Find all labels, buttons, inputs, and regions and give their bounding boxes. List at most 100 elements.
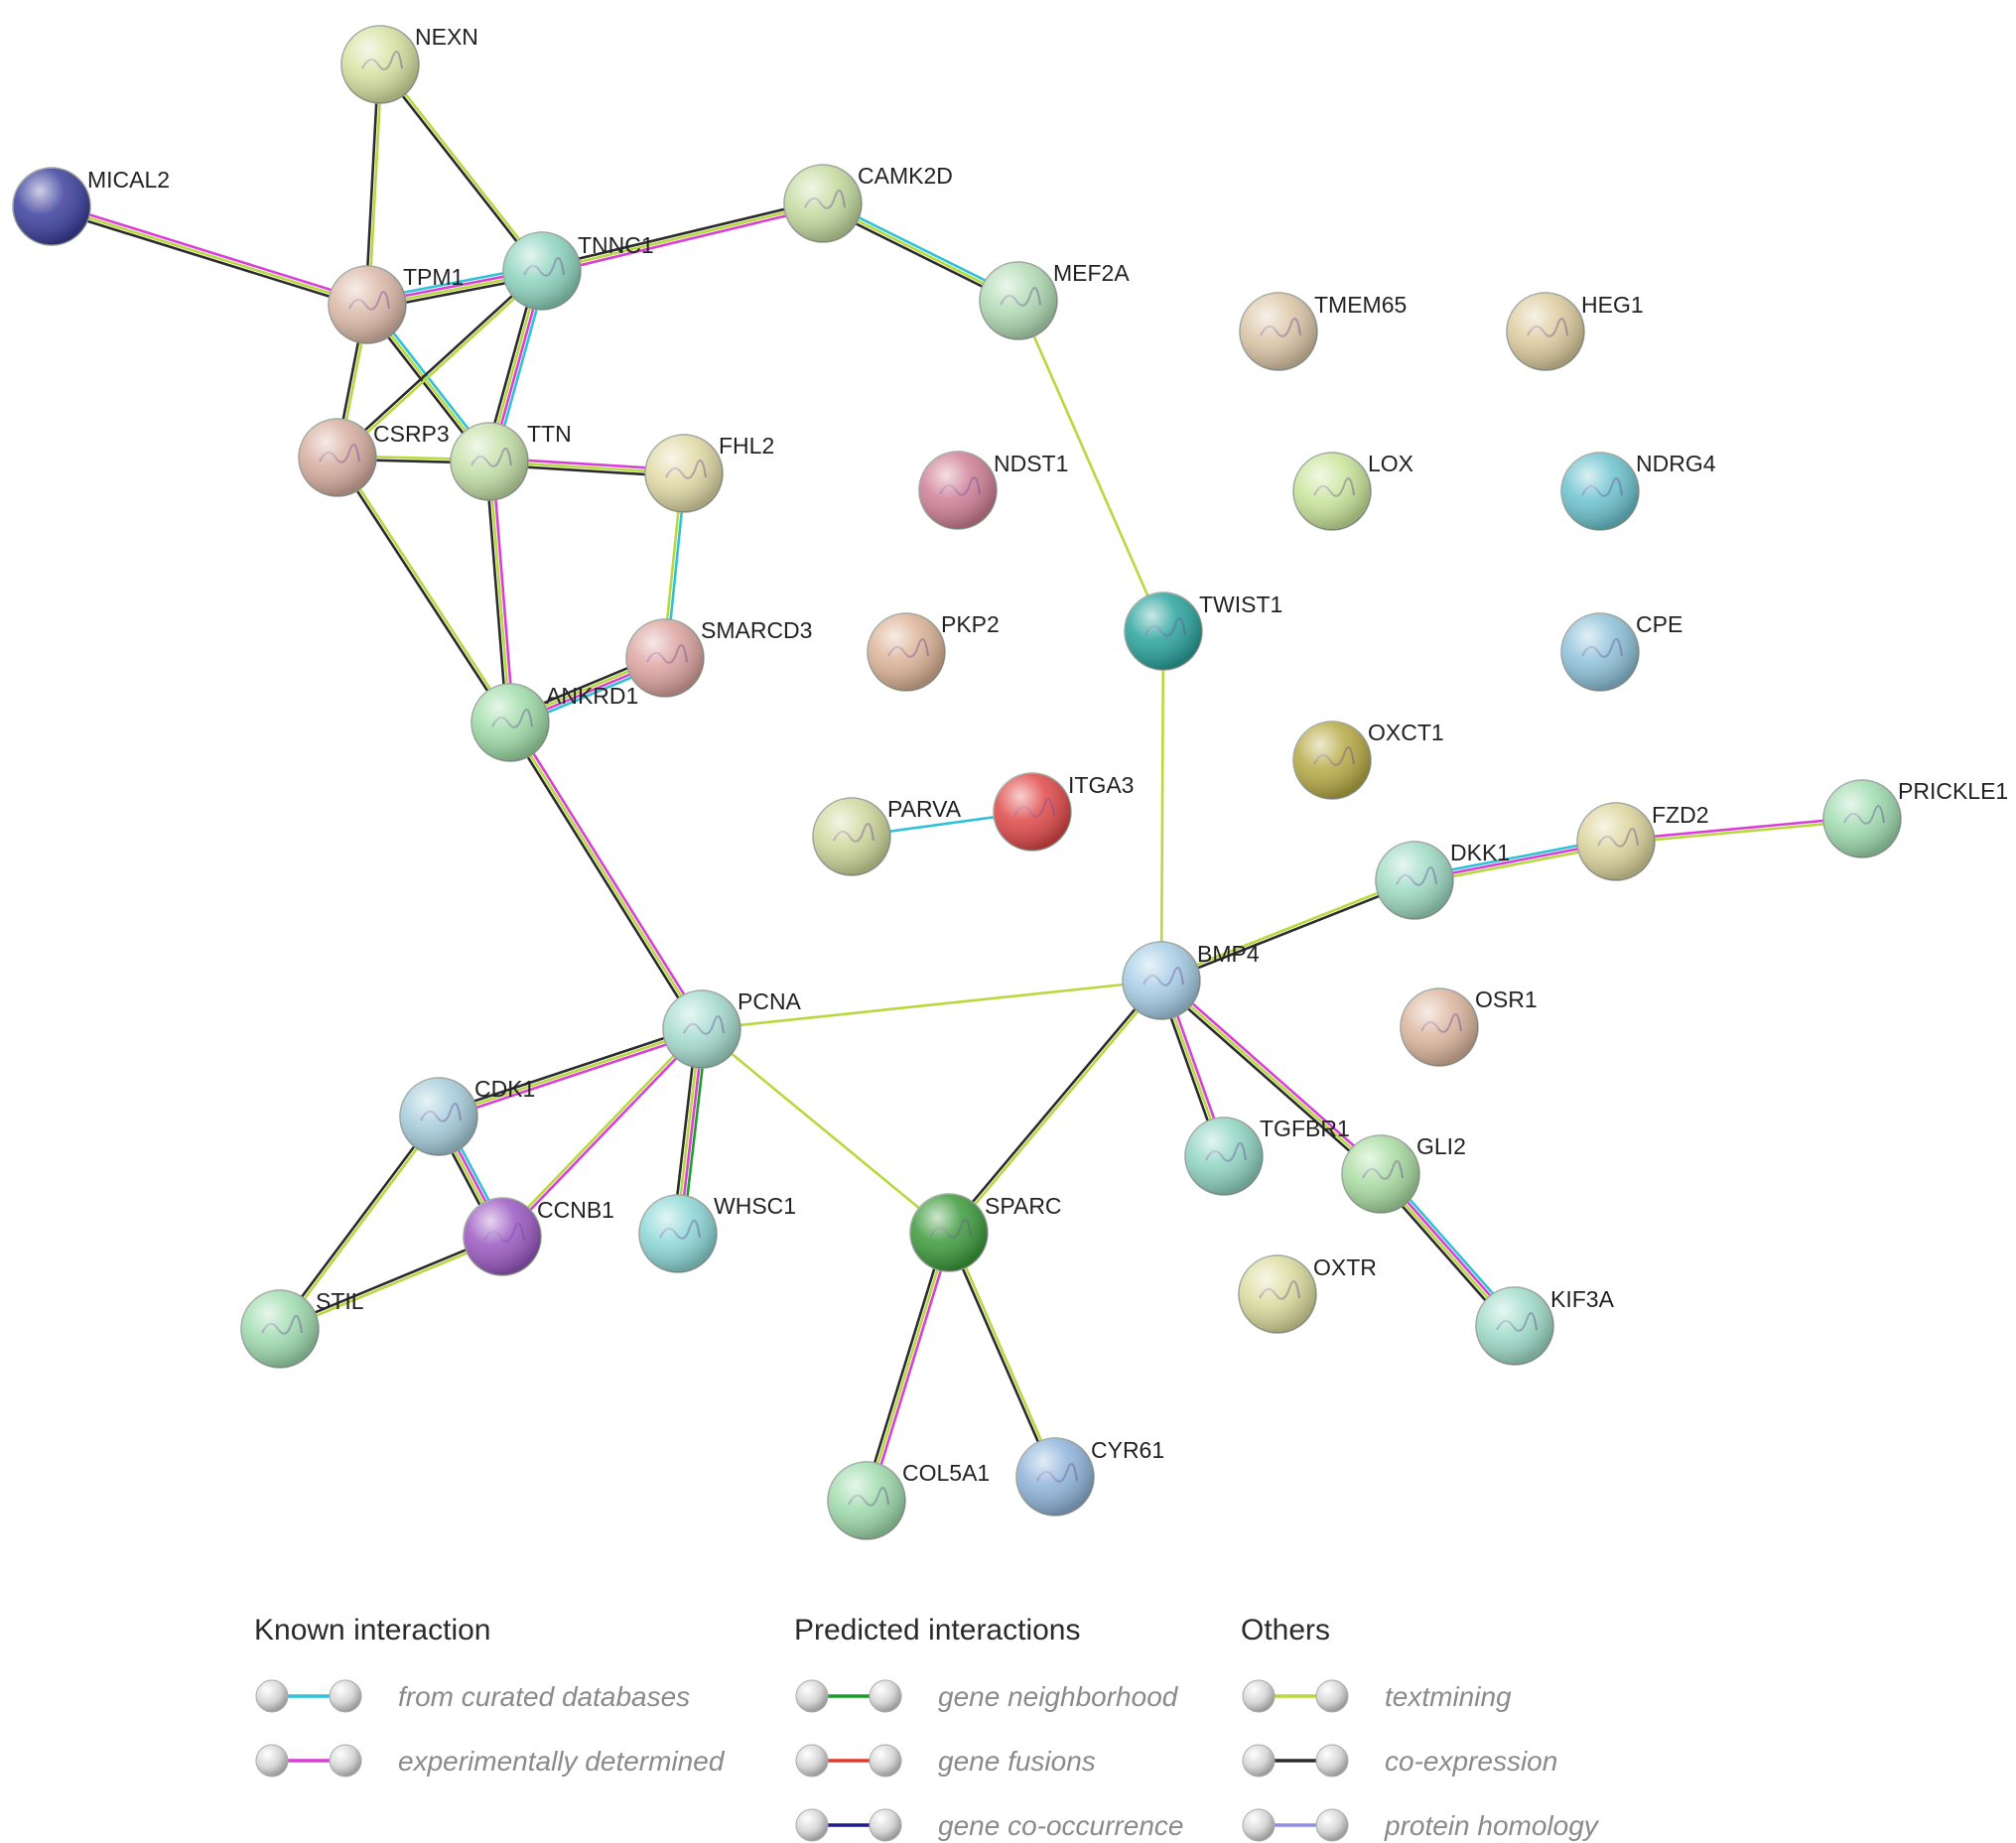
legend-ball-left	[1242, 1808, 1276, 1842]
node-highlight	[464, 1198, 541, 1275]
edge-bmp4-dkk1[interactable]	[1159, 877, 1416, 984]
legend-item: textmining	[1242, 1679, 1512, 1713]
node-stil[interactable]: STIL	[240, 1288, 364, 1369]
edge-pcna-cdk1[interactable]	[436, 1024, 705, 1121]
edge-strand-textmining	[1614, 819, 1864, 845]
node-dkk1[interactable]: DKK1	[1375, 840, 1510, 920]
node-lox[interactable]: LOX	[1292, 451, 1413, 531]
legend-label: co-expression	[1385, 1746, 1557, 1777]
node-tpm1[interactable]: TPM1	[328, 264, 464, 344]
edge-sparc-col5a1[interactable]	[862, 1230, 954, 1504]
node-highlight	[1342, 1135, 1419, 1213]
edge-strand-coexpression	[1160, 880, 1416, 984]
legend-ball-right	[1315, 1808, 1349, 1842]
edge-pcna-ccnb1[interactable]	[499, 1026, 705, 1240]
node-ttn[interactable]: TTN	[450, 421, 572, 501]
node-prickle1[interactable]: PRICKLE1	[1822, 778, 2008, 858]
node-mef2a[interactable]: MEF2A	[979, 260, 1130, 340]
edge-pcna-bmp4[interactable]	[700, 979, 1163, 1031]
edge-nexn-tnnc1[interactable]	[377, 62, 545, 274]
edge-strand-coexpression	[1157, 982, 1381, 1178]
node-highlight	[471, 684, 549, 761]
edge-tnnc1-csrp3[interactable]	[335, 268, 545, 461]
edge-fzd2-prickle1[interactable]	[1614, 816, 1864, 845]
node-itga3[interactable]: ITGA3	[993, 772, 1134, 852]
node-highlight	[329, 266, 406, 343]
node-gli2[interactable]: GLI2	[1341, 1133, 1466, 1214]
edge-sparc-cyr61[interactable]	[946, 1231, 1058, 1479]
node-highlight	[341, 26, 419, 103]
node-cpe[interactable]: CPE	[1560, 611, 1682, 692]
node-pkp2[interactable]: PKP2	[867, 611, 1000, 692]
edge-ccnb1-stil[interactable]	[278, 1234, 504, 1332]
edge-strand-textmining	[700, 979, 1163, 1031]
node-fzd2[interactable]: FZD2	[1576, 802, 1709, 881]
node-ndrg4[interactable]: NDRG4	[1560, 451, 1716, 531]
edge-camk2d-tnnc1[interactable]	[539, 198, 826, 276]
node-fhl2[interactable]: FHL2	[644, 433, 774, 513]
node-tnnc1[interactable]: TNNC1	[502, 231, 654, 311]
node-bmp4[interactable]: BMP4	[1122, 941, 1260, 1020]
node-mical2[interactable]: MICAL2	[12, 167, 170, 246]
node-cdk1[interactable]: CDK1	[399, 1076, 535, 1156]
edge-ankrd1-pcna[interactable]	[505, 719, 707, 1033]
legend-item: gene neighborhood	[795, 1679, 1179, 1713]
node-pcna[interactable]: PCNA	[662, 988, 802, 1069]
node-ccnb1[interactable]: CCNB1	[463, 1197, 614, 1276]
edge-nexn-tpm1[interactable]	[364, 63, 383, 307]
edge-ttn-ankrd1[interactable]	[484, 460, 515, 724]
edge-strand-textmining	[949, 980, 1164, 1236]
node-ankrd1[interactable]: ANKRD1	[470, 683, 638, 762]
edge-mical2-tpm1[interactable]	[49, 201, 370, 310]
node-whsc1[interactable]: WHSC1	[638, 1193, 796, 1273]
node-label: ANKRD1	[546, 683, 638, 709]
legend-label: gene fusions	[938, 1746, 1096, 1777]
node-highlight	[910, 1194, 988, 1271]
node-highlight	[1376, 842, 1453, 919]
node-highlight	[868, 613, 945, 691]
node-nexn[interactable]: NEXN	[340, 24, 478, 104]
node-oxtr[interactable]: OXTR	[1238, 1254, 1377, 1334]
node-twist1[interactable]: TWIST1	[1124, 592, 1282, 671]
node-parva[interactable]: PARVA	[812, 796, 962, 876]
edge-strand-textmining	[508, 721, 704, 1031]
node-highlight	[663, 990, 740, 1068]
edge-strand-textmining	[337, 455, 513, 724]
edge-pcna-sparc[interactable]	[700, 1027, 951, 1235]
edge-twist1-bmp4[interactable]	[1159, 629, 1165, 983]
edge-bmp4-gli2[interactable]	[1157, 977, 1385, 1178]
node-camk2d[interactable]: CAMK2D	[783, 163, 953, 243]
node-label: WHSC1	[714, 1193, 796, 1219]
node-kif3a[interactable]: KIF3A	[1475, 1286, 1615, 1366]
node-cyr61[interactable]: CYR61	[1015, 1437, 1164, 1516]
node-csrp3[interactable]: CSRP3	[298, 418, 450, 497]
edge-strand-textmining	[437, 1027, 704, 1119]
edge-strand-experimental	[868, 1232, 954, 1504]
node-label: FHL2	[719, 433, 774, 459]
node-label: CSRP3	[373, 421, 450, 447]
edge-strand-coexpression	[278, 1234, 503, 1329]
node-oxct1[interactable]: OXCT1	[1292, 720, 1444, 800]
node-highlight	[980, 262, 1057, 339]
node-tgfbr1[interactable]: TGFBR1	[1184, 1116, 1350, 1196]
node-ndst1[interactable]: NDST1	[918, 451, 1068, 530]
legend-ball-left	[255, 1679, 289, 1713]
node-highlight	[1561, 613, 1639, 691]
node-highlight	[503, 232, 581, 310]
node-label: OXCT1	[1368, 720, 1444, 745]
node-label: TTN	[527, 421, 572, 447]
node-osr1[interactable]: OSR1	[1400, 987, 1538, 1067]
node-label: TPM1	[403, 264, 464, 290]
edge-csrp3-ankrd1[interactable]	[335, 455, 513, 725]
node-highlight	[1123, 942, 1200, 1019]
node-col5a1[interactable]: COL5A1	[827, 1460, 990, 1540]
node-label: CDK1	[474, 1076, 535, 1102]
edge-bmp4-sparc[interactable]	[946, 978, 1164, 1236]
edge-mef2a-twist1[interactable]	[1016, 299, 1165, 633]
node-heg1[interactable]: HEG1	[1506, 292, 1644, 371]
edge-cdk1-stil[interactable]	[277, 1114, 442, 1332]
node-smarcd3[interactable]: SMARCD3	[625, 617, 812, 698]
node-sparc[interactable]: SPARC	[909, 1193, 1062, 1272]
node-tmem65[interactable]: TMEM65	[1239, 292, 1407, 371]
